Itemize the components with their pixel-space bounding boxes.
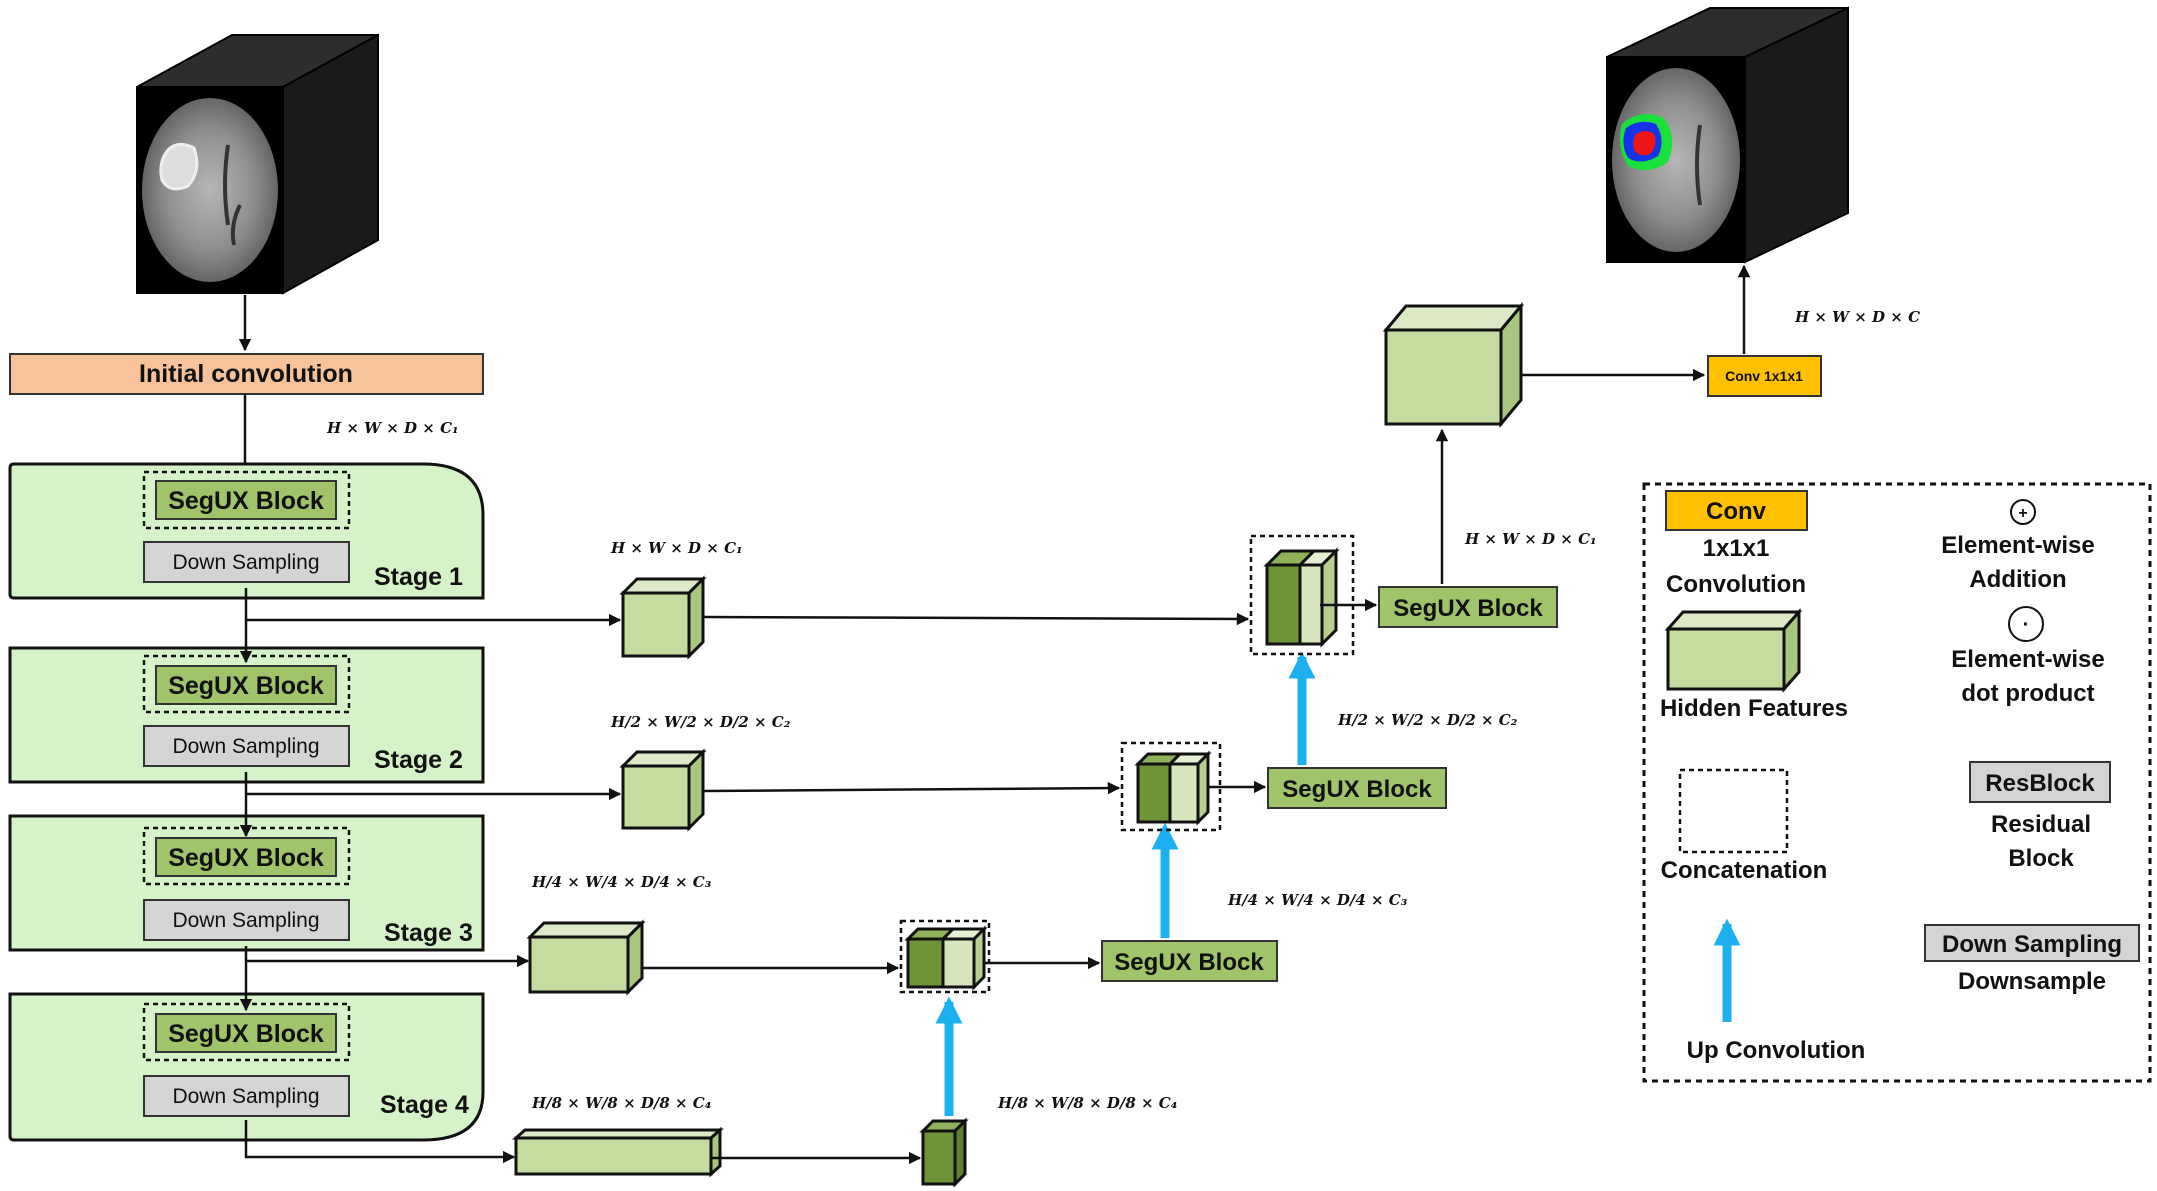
legend-conv-desc-2: Convolution bbox=[1666, 571, 1806, 598]
feature-cube-level1 bbox=[619, 575, 707, 660]
output-segmentation-volume bbox=[1606, 6, 1849, 264]
stage4-down-label: Down Sampling bbox=[172, 1085, 319, 1108]
legend-conv-swatch bbox=[1665, 490, 1808, 531]
stage4-segux-label: SegUX Block bbox=[168, 1020, 324, 1048]
legend-panel: Conv 1x1x1 Convolution Hidden Features C… bbox=[1642, 482, 2152, 1083]
legend-resblock-title: ResBlock bbox=[1985, 770, 2095, 797]
legend-conv-desc-1: 1x1x1 bbox=[1703, 535, 1770, 562]
legend-up-convolution-label: Up Convolution bbox=[1687, 1037, 1866, 1064]
stage2-segux-label: SegUX Block bbox=[168, 672, 324, 700]
dim-label-output: H × W × D × C bbox=[1794, 308, 1920, 326]
encoder-stage-3: SegUX Block Down Sampling Stage 3 bbox=[8, 814, 485, 952]
legend-hidden-features-label: Hidden Features bbox=[1660, 695, 1848, 722]
decoder-segux-level2-label: SegUX Block bbox=[1282, 776, 1432, 803]
feature-cube-level3 bbox=[526, 919, 646, 996]
legend-resblock-swatch bbox=[1969, 761, 2111, 803]
dim-label-bottleneck: H/8 × W/8 × D/8 × C₄ bbox=[997, 1094, 1177, 1112]
legend-addition-desc-2: Addition bbox=[1969, 566, 2066, 593]
concat-level2 bbox=[1120, 741, 1222, 832]
legend-dot-product-desc-1: Element-wise bbox=[1951, 646, 2104, 673]
legend-dot-product-sign: · bbox=[2023, 614, 2030, 636]
legend-resblock-desc-2: Block bbox=[2008, 845, 2074, 872]
conv-1x1x1-head: Conv 1x1x1 bbox=[1707, 355, 1822, 397]
decoder-output-feature-cube bbox=[1382, 301, 1525, 429]
dim-label-up-level1: H × W × D × C₁ bbox=[1464, 530, 1597, 548]
decoder-segux-level1: SegUX Block bbox=[1378, 586, 1558, 628]
feature-cube-level2 bbox=[619, 748, 707, 832]
stage1-segux-label: SegUX Block bbox=[168, 487, 324, 515]
legend-addition-desc-1: Element-wise bbox=[1941, 532, 2094, 559]
legend-dot-product-desc-2: dot product bbox=[1961, 680, 2094, 707]
decoder-segux-level1-label: SegUX Block bbox=[1393, 595, 1543, 622]
brain-slice-image bbox=[142, 98, 278, 282]
stage4-name: Stage 4 bbox=[380, 1091, 469, 1119]
dim-label-level2: H/2 × W/2 × D/2 × C₂ bbox=[610, 713, 791, 731]
dim-label-level3: H/4 × W/4 × D/4 × C₃ bbox=[531, 873, 712, 891]
concat-level3 bbox=[899, 919, 991, 994]
conv-1x1x1-label: Conv 1x1x1 bbox=[1725, 368, 1803, 384]
initial-convolution-label: Initial convolution bbox=[139, 360, 353, 388]
legend-down-sampling-desc: Downsample bbox=[1958, 968, 2106, 995]
encoder-stage-4: SegUX Block Down Sampling Stage 4 bbox=[8, 992, 485, 1142]
stage2-name: Stage 2 bbox=[374, 746, 463, 774]
segmentation-mask-red bbox=[1633, 131, 1656, 156]
stage1-down-label: Down Sampling bbox=[172, 551, 319, 574]
legend-concatenation-label: Concatenation bbox=[1661, 857, 1828, 884]
stage3-down-label: Down Sampling bbox=[172, 909, 319, 932]
legend-addition-symbol bbox=[2010, 499, 2036, 525]
legend-concatenation-swatch bbox=[1678, 768, 1789, 854]
decoder-segux-level3: SegUX Block bbox=[1101, 940, 1278, 982]
segmented-brain-slice bbox=[1612, 68, 1740, 252]
encoder-stage-2: SegUX Block Down Sampling Stage 2 bbox=[8, 646, 485, 784]
input-mri-volume bbox=[136, 33, 379, 295]
initial-convolution-block: Initial convolution bbox=[9, 353, 484, 395]
stage3-name: Stage 3 bbox=[384, 919, 473, 947]
bottleneck-cube bbox=[919, 1117, 969, 1188]
dim-label-up-level2: H/2 × W/2 × D/2 × C₂ bbox=[1337, 711, 1518, 729]
concat-level1 bbox=[1249, 534, 1355, 656]
legend-conv-title: Conv bbox=[1706, 498, 1767, 525]
decoder-segux-level2: SegUX Block bbox=[1267, 767, 1447, 809]
legend-hidden-features-cube bbox=[1664, 608, 1803, 693]
legend-addition-sign: + bbox=[2018, 505, 2027, 522]
legend-resblock-desc-1: Residual bbox=[1991, 811, 2091, 838]
stage3-segux-label: SegUX Block bbox=[168, 844, 324, 872]
stage2-down-label: Down Sampling bbox=[172, 735, 319, 758]
legend-down-sampling-title: Down Sampling bbox=[1942, 931, 2122, 958]
legend-dot-product-symbol bbox=[2008, 606, 2044, 642]
stage1-name: Stage 1 bbox=[374, 563, 463, 591]
dim-label-level4: H/8 × W/8 × D/8 × C₄ bbox=[531, 1094, 711, 1112]
feature-cube-level4 bbox=[512, 1126, 724, 1178]
legend-down-sampling-swatch bbox=[1924, 924, 2140, 962]
decoder-segux-level3-label: SegUX Block bbox=[1114, 949, 1264, 976]
dim-label-up-level3: H/4 × W/4 × D/4 × C₃ bbox=[1227, 891, 1408, 909]
dim-label-stage1-out: H × W × D × C₁ bbox=[326, 419, 459, 437]
encoder-stage-1: SegUX Block Down Sampling Stage 1 bbox=[8, 462, 485, 600]
dim-label-level1: H × W × D × C₁ bbox=[610, 539, 743, 557]
